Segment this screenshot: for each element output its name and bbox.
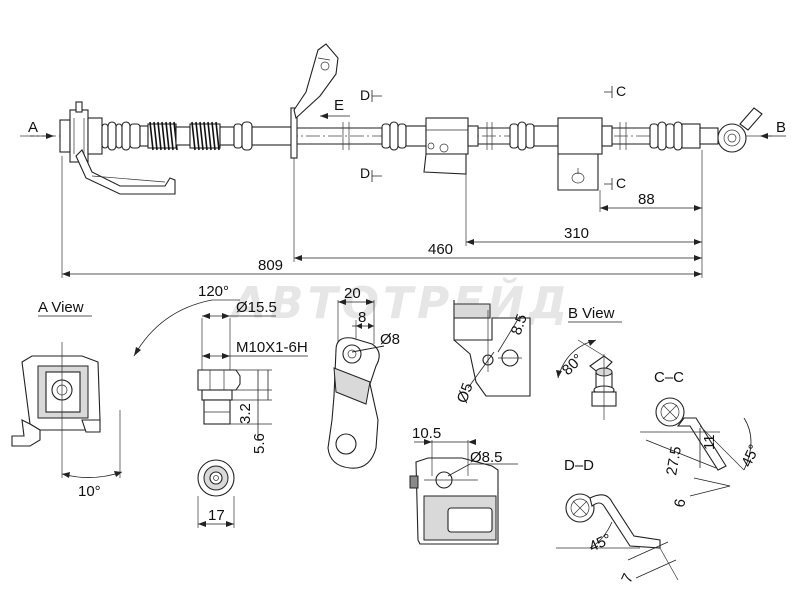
d-view-angle: 45°	[587, 531, 615, 556]
bracket-hole-dim-8-5: 8.5	[508, 312, 531, 337]
c-view-dim-6: 6	[671, 498, 689, 509]
fitting-diameter: Ø15.5	[236, 299, 277, 316]
dim-88: 88	[638, 191, 655, 208]
bracket-e-dim-20: 20	[344, 285, 361, 302]
plate-detail-view: 10.5 Ø8.5	[409, 425, 518, 545]
main-hose-view: A B	[20, 43, 786, 278]
view-a-label: A	[28, 119, 38, 136]
bracket-e-hole: Ø8	[380, 331, 400, 348]
left-mount-bracket	[75, 149, 176, 195]
bracket-c	[557, 117, 603, 191]
section-e-label: E	[334, 97, 344, 114]
fitting-dim-3-2: 3.2	[237, 403, 254, 424]
dim-460: 460	[428, 241, 453, 258]
plate-hole: Ø8.5	[470, 449, 503, 466]
section-d-bottom-label: D	[360, 165, 370, 181]
section-c-bottom-label: C	[616, 175, 626, 191]
fitting-thread: M10X1-6H	[236, 339, 308, 356]
view-a-arrow	[46, 133, 54, 139]
fitting-dim-5-6: 5.6	[251, 433, 268, 454]
plate-dim-10-5: 10.5	[412, 425, 441, 442]
a-view-title: A View	[38, 299, 84, 316]
view-b-arrow	[760, 133, 768, 139]
bracket-hole-detail-view: 8.5 Ø5	[453, 300, 531, 406]
c-view-dim-27-5: 27.5	[663, 445, 685, 477]
dim-310: 310	[564, 225, 589, 242]
fitting-width: 17	[208, 507, 225, 524]
section-c-top-label: C	[616, 83, 626, 99]
d-view-title: D–D	[564, 457, 594, 474]
d-view-dim-7: 7	[618, 571, 637, 586]
b-view-title: B View	[568, 305, 615, 322]
left-hose-ferrules	[101, 121, 149, 151]
a-view-angle: 10°	[78, 483, 101, 500]
b-view-angle: 80°	[559, 351, 587, 379]
view-b-label: B	[776, 119, 786, 136]
right-banjo-fitting	[717, 107, 763, 153]
bracket-e	[290, 43, 339, 159]
fitting-angle: 120°	[198, 283, 229, 300]
bracket-e-detail-view: 20 8 Ø8	[327, 285, 400, 469]
c-view-dim-11: 11	[701, 434, 718, 450]
dim-809: 809	[258, 257, 283, 274]
bracket-hole-dim-5: Ø5	[454, 381, 477, 406]
spring-guard-right	[189, 121, 221, 151]
c-view-title: C–C	[654, 369, 684, 386]
bracket-e-dim-8: 8	[358, 309, 366, 326]
d-d-section-view: D–D 45° 7	[556, 457, 679, 586]
a-view: A View 10°	[11, 299, 123, 500]
c-view-angle: 45°	[738, 442, 763, 470]
fitting-detail-view: 120° Ø15.5 M10X1-6H 3.2 5.6	[133, 283, 308, 528]
left-end-fitting	[59, 101, 103, 163]
c-c-section-view: C–C 45° 11 27.5 6	[640, 369, 763, 509]
section-d-top-label: D	[360, 87, 370, 103]
bracket-d	[423, 117, 469, 175]
spring-guard-left	[147, 121, 178, 151]
